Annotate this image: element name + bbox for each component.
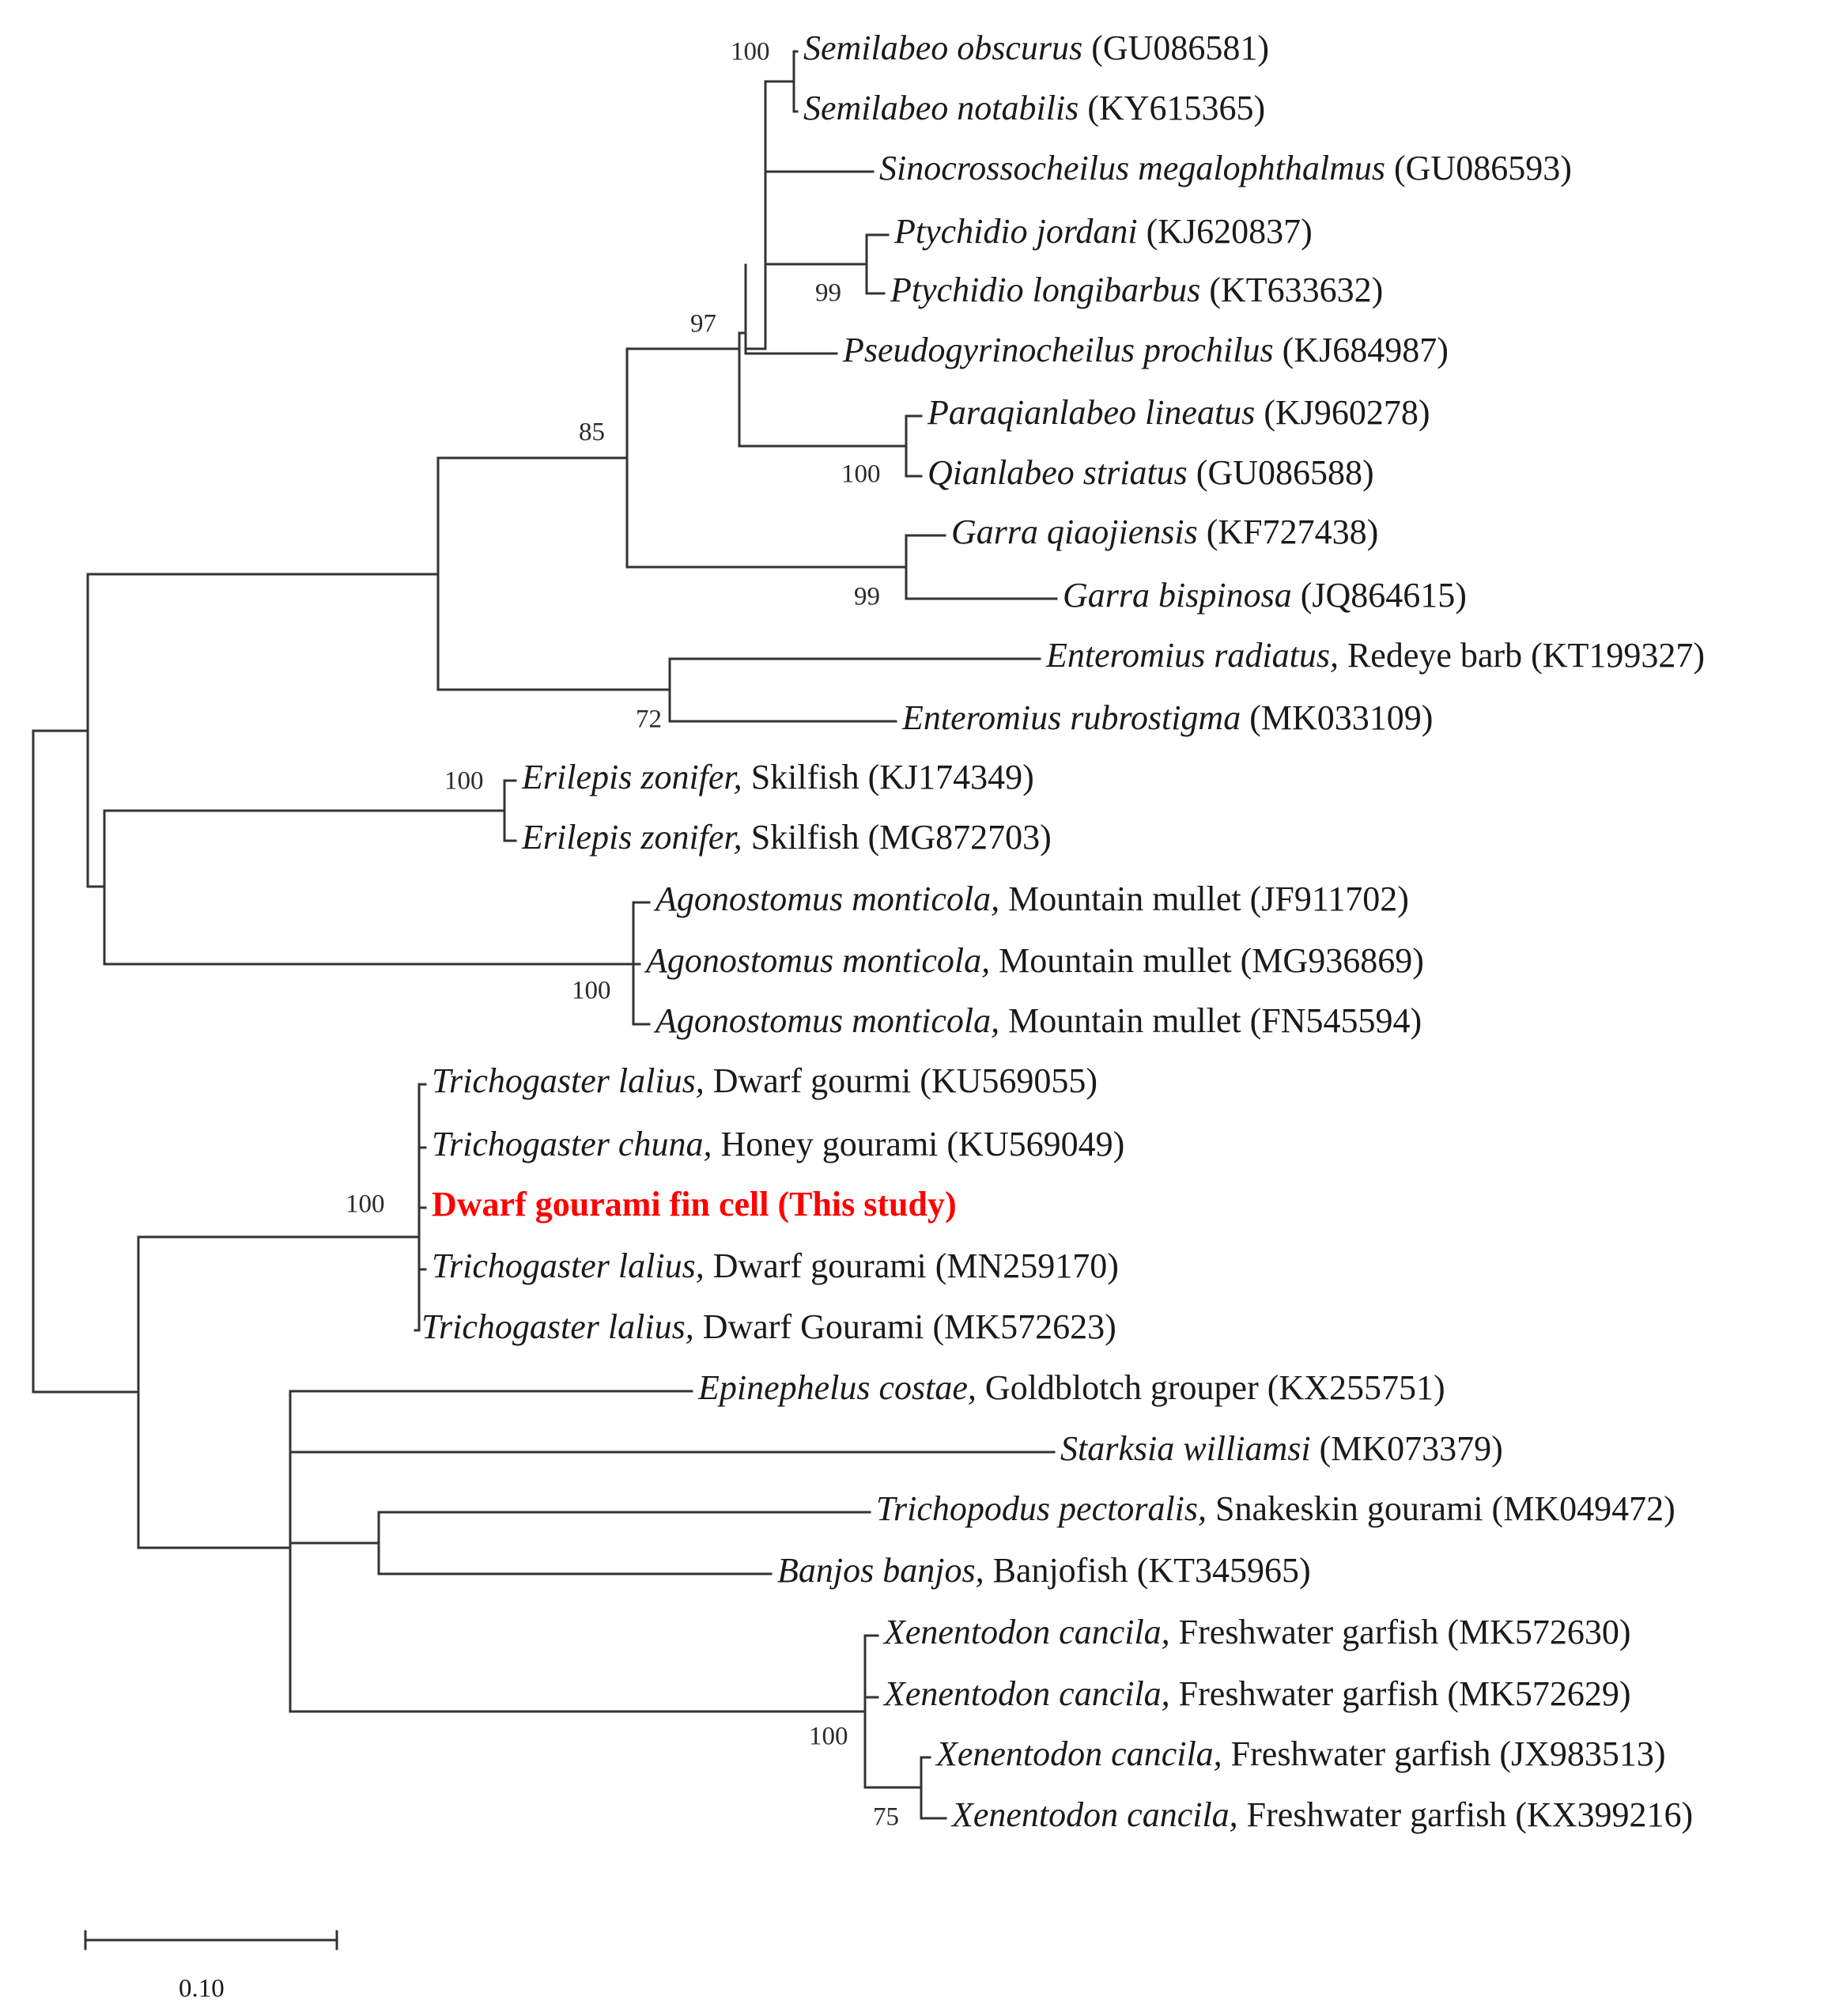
taxon-label: Xenentodon cancila, Freshwater garfish (…	[882, 1613, 1631, 1651]
scale-bar-label: 0.10	[179, 1975, 225, 2003]
taxon-label: Xenentodon cancila, Freshwater garfish (…	[935, 1734, 1666, 1773]
taxon-label: Pseudogyrinocheilus prochilus (KJ684987)	[842, 331, 1449, 369]
taxon-label: Trichogaster chuna, Honey gourami (KU569…	[432, 1125, 1124, 1163]
taxon-label: Sinocrossocheilus megalophthalmus (GU086…	[879, 149, 1572, 187]
taxon-label: Banjos banjos, Banjofish (KT345965)	[777, 1551, 1311, 1590]
taxon-label: Trichogaster lalius, Dwarf gourmi (KU569…	[432, 1061, 1097, 1100]
taxon-label: Ptychidio jordani (KJ620837)	[893, 212, 1313, 251]
taxon-label: Agonostomus monticola, Mountain mullet (…	[644, 941, 1424, 980]
taxon-label: Semilabeo obscurus (GU086581)	[803, 28, 1269, 67]
bootstrap-value: 100	[841, 460, 881, 489]
taxon-label: Qianlabeo striatus (GU086588)	[927, 453, 1374, 492]
taxon-label: Enteromius radiatus, Redeye barb (KT1993…	[1045, 636, 1705, 675]
bootstrap-value: 99	[815, 279, 841, 308]
scale-bar	[84, 1930, 338, 1950]
tree-branches	[32, 50, 1058, 1820]
taxon-label: Semilabeo notabilis (KY615365)	[803, 89, 1265, 127]
taxon-labels: Semilabeo obscurus (GU086581) Semilabeo …	[421, 28, 1705, 1834]
taxon-label: Garra qiaojiensis (KF727438)	[951, 513, 1378, 551]
bootstrap-value: 100	[346, 1190, 385, 1219]
taxon-label: Trichogaster lalius, Dwarf gourami (MN25…	[432, 1246, 1119, 1285]
bootstrap-value: 99	[854, 583, 880, 611]
bootstrap-value: 100	[731, 38, 770, 66]
taxon-label: Ptychidio longibarbus (KT633632)	[890, 270, 1383, 309]
taxon-label: Xenentodon cancila, Freshwater garfish (…	[950, 1795, 1693, 1834]
taxon-label: Xenentodon cancila, Freshwater garfish (…	[882, 1674, 1631, 1713]
bootstrap-value: 85	[579, 418, 605, 447]
bootstrap-value: 72	[636, 705, 662, 734]
taxon-label: Epinephelus costae, Goldblotch grouper (…	[697, 1368, 1445, 1407]
taxon-label: Trichopodus pectoralis, Snakeskin gouram…	[876, 1489, 1675, 1528]
bootstrap-value: 75	[873, 1803, 899, 1832]
bootstrap-value: 97	[690, 310, 716, 339]
bootstrap-values: 100 99 97 100 99 85 72 100 100 100 100 7…	[346, 38, 899, 1832]
taxon-label: Paraqianlabeo lineatus (KJ960278)	[927, 393, 1430, 432]
taxon-label: Garra bispinosa (JQ864615)	[1063, 576, 1467, 615]
taxon-label: Erilepis zonifer, Skilfish (KJ174349)	[521, 758, 1034, 796]
taxon-label: Enteromius rubrostigma (MK033109)	[901, 698, 1433, 737]
taxon-label: Erilepis zonifer, Skilfish (MG872703)	[521, 818, 1052, 857]
taxon-label: Starksia williamsi (MK073379)	[1060, 1429, 1503, 1468]
taxon-label: Agonostomus monticola, Mountain mullet (…	[653, 1001, 1422, 1040]
bootstrap-value: 100	[444, 767, 484, 796]
bootstrap-value: 100	[809, 1723, 848, 1751]
highlighted-taxon-label: Dwarf gourami fin cell (This study)	[432, 1185, 957, 1224]
taxon-label: Agonostomus monticola, Mountain mullet (…	[653, 879, 1409, 918]
bootstrap-value: 100	[572, 977, 611, 1005]
taxon-label: Trichogaster lalius, Dwarf Gourami (MK57…	[421, 1307, 1116, 1346]
